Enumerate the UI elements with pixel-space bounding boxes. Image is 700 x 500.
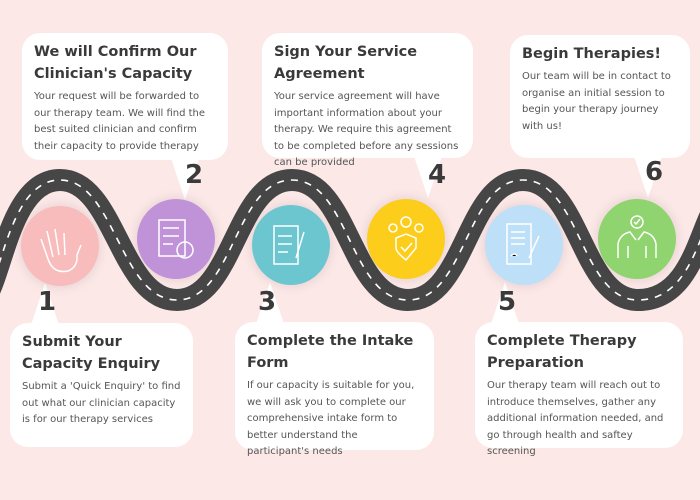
step-description: Your request will be forwarded to our th… <box>34 91 206 152</box>
step-title: Complete Therapy Preparation <box>487 333 637 371</box>
step-number: 4 <box>428 160 447 190</box>
step-description: Our therapy team will reach out to intro… <box>487 380 664 457</box>
step-number: 3 <box>258 287 277 317</box>
callout-pointer <box>171 158 199 200</box>
callout-pointer <box>491 282 519 324</box>
step-title: We will Confirm Our Clinician's Capacity <box>34 44 197 82</box>
step-icon-circle <box>598 199 676 279</box>
step-icon-circle <box>367 199 445 279</box>
step-title: Sign Your Service Agreement <box>274 44 418 82</box>
callout-pointer <box>414 156 442 198</box>
step-icon-circle <box>252 205 330 285</box>
document-signature-icon <box>506 223 540 265</box>
callout-pointer <box>31 283 59 325</box>
step-number: 6 <box>645 157 664 187</box>
step-title: Begin Therapies! <box>522 46 662 62</box>
callout-pointer <box>256 282 284 324</box>
step-card-3: Complete the Intake Form If our capacity … <box>235 322 434 457</box>
step-description: Our team will be in contact to organise … <box>522 71 671 132</box>
step-title: Submit Your Capacity Enquiry <box>22 334 161 372</box>
step-description: Your service agreement will have importa… <box>274 91 459 168</box>
step-card-2: We will Confirm Our Clinician's Capacity… <box>22 33 228 160</box>
step-title: Complete the Intake Form <box>247 333 414 371</box>
step-description: If our capacity is suitable for you, we … <box>247 380 415 457</box>
checklist-clock-icon <box>158 219 194 259</box>
step-card-6: Begin Therapies! Our team will be in cont… <box>510 35 690 158</box>
step-icon-circle <box>137 199 215 279</box>
waving-hand-icon <box>40 228 82 273</box>
callout-pointer <box>634 156 662 198</box>
step-description: Submit a 'Quick Enquiry' to find out wha… <box>22 381 181 425</box>
step-number: 2 <box>185 160 204 190</box>
high-five-icon <box>617 215 657 258</box>
team-shield-icon <box>388 216 424 262</box>
step-icon-circle <box>21 206 99 286</box>
step-number: 1 <box>38 287 57 317</box>
step-icon-circle <box>485 205 563 285</box>
step-number: 5 <box>498 287 517 317</box>
clipboard-pencil-icon <box>273 225 305 265</box>
